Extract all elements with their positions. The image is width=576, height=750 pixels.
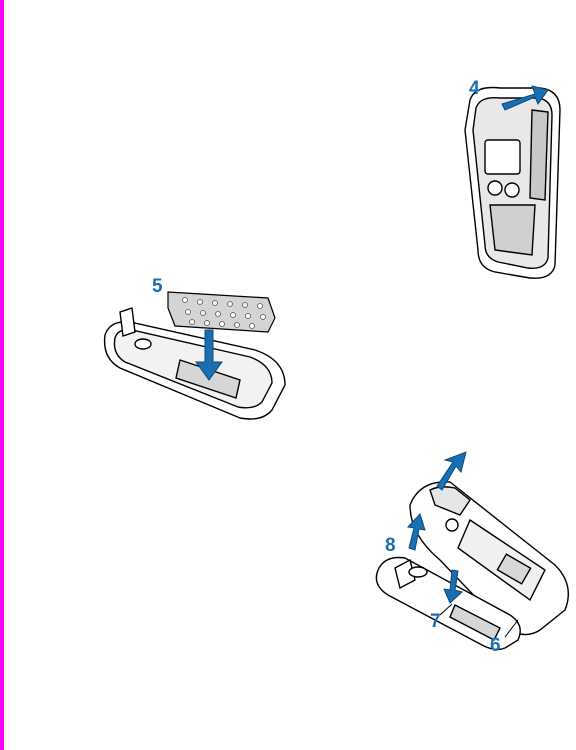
- step-number-4: 4: [469, 79, 480, 98]
- step-number-5: 5: [152, 277, 163, 296]
- step-number-6: 6: [490, 636, 501, 655]
- step-number-8: 8: [385, 536, 396, 555]
- step-number-7: 7: [430, 612, 441, 631]
